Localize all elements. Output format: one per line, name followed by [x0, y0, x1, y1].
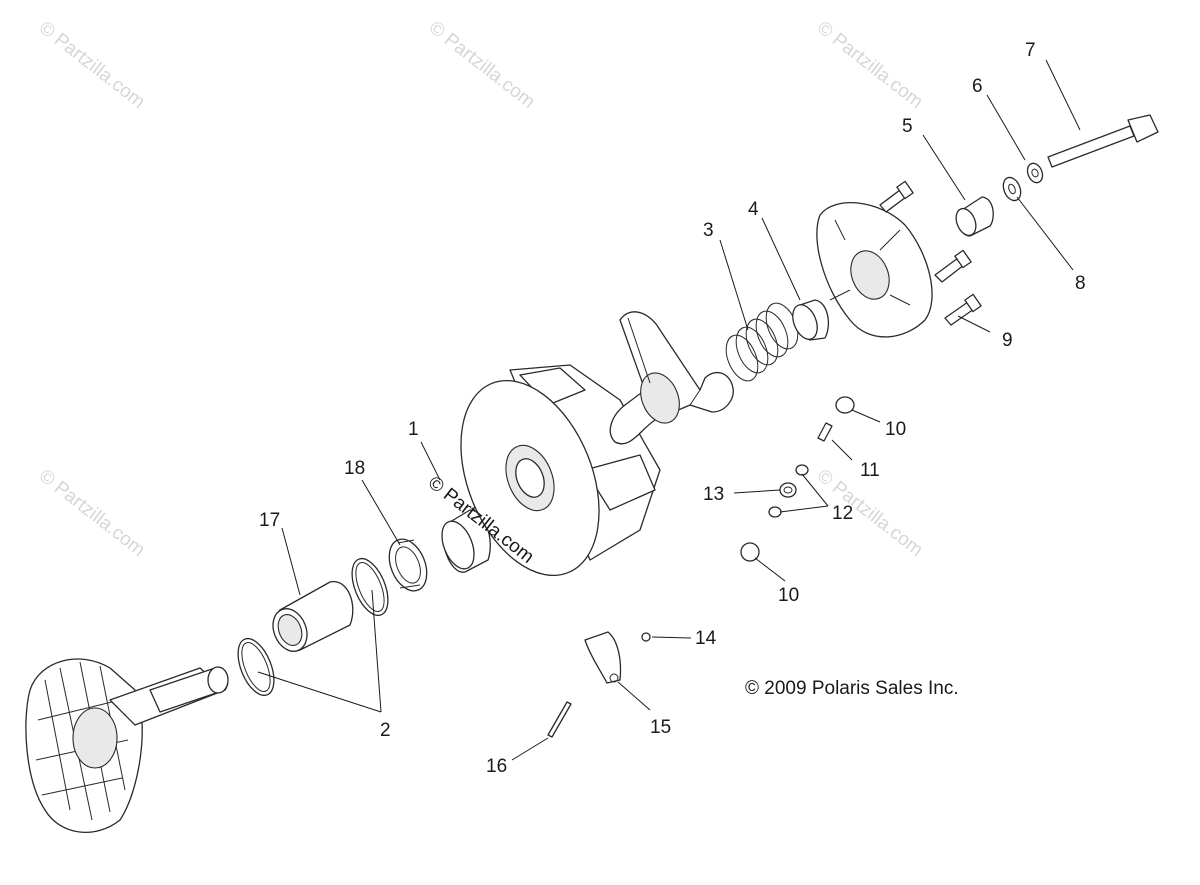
small-parts	[740, 396, 855, 562]
watermark: © Partzilla.com	[813, 17, 927, 112]
callout-4: 4	[748, 199, 759, 220]
seal	[388, 538, 428, 592]
cover	[816, 202, 933, 338]
callout-1: 1	[408, 419, 419, 440]
callout-8: 8	[1075, 273, 1086, 294]
callout-18: 18	[344, 458, 365, 479]
callout-2: 2	[380, 720, 391, 741]
sleeve	[272, 581, 354, 652]
callout-12: 12	[832, 503, 853, 524]
weight-parts	[547, 631, 651, 738]
callout-14: 14	[695, 628, 717, 649]
callout-5: 5	[902, 116, 913, 137]
callout-10a: 10	[885, 419, 906, 440]
bushing	[441, 509, 491, 573]
cover-bolts	[879, 180, 982, 326]
long-bolt	[1047, 114, 1159, 168]
callout-17: 17	[259, 510, 280, 531]
moveable-sheave	[460, 364, 661, 577]
callout-6: 6	[972, 76, 983, 97]
watermark: © Partzilla.com	[35, 465, 149, 560]
spider	[609, 311, 734, 445]
copyright-text: © 2009 Polaris Sales Inc.	[745, 678, 959, 699]
ring-bushing	[792, 299, 829, 341]
spring	[725, 302, 799, 382]
callout-3: 3	[703, 220, 714, 241]
callout-15: 15	[650, 717, 671, 738]
spacer	[955, 196, 994, 237]
callout-7: 7	[1025, 40, 1036, 61]
watermark: © Partzilla.com	[425, 17, 539, 112]
washers	[1002, 162, 1044, 202]
callout-10b: 10	[778, 585, 799, 606]
callout-11: 11	[860, 460, 880, 481]
snap-rings	[237, 557, 389, 697]
callout-9: 9	[1002, 330, 1013, 351]
callout-13: 13	[703, 484, 724, 505]
callout-16: 16	[486, 756, 507, 777]
fixed-sheave-shaft	[25, 658, 229, 833]
watermark: © Partzilla.com	[35, 17, 149, 112]
callout-labels: 1 2 3 4 5 6 7 8 9 10 10 11 12 13 14 15 1…	[259, 40, 1086, 777]
leader-lines	[257, 59, 1081, 761]
